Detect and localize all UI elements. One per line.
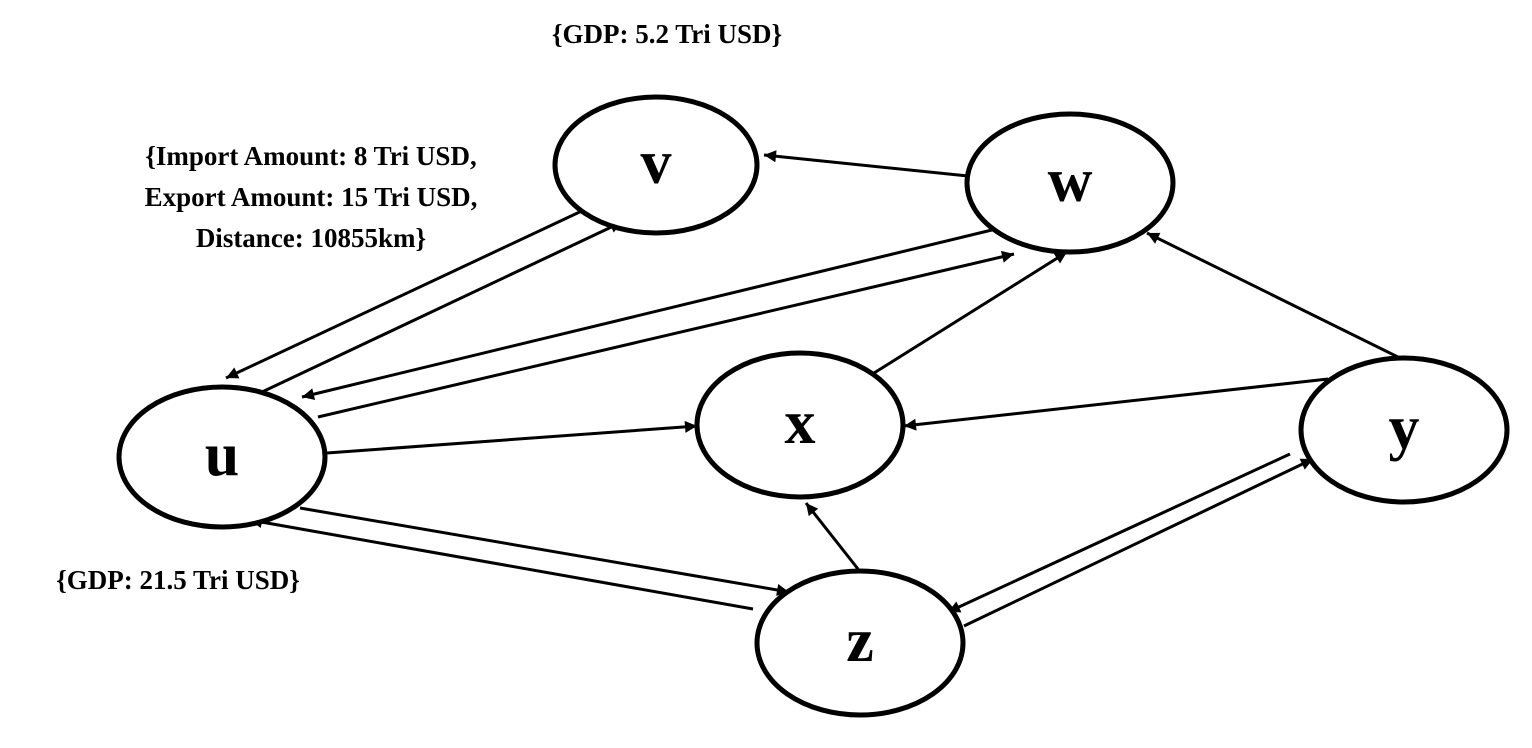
node-y: y (1298, 355, 1510, 505)
node-w: w (964, 111, 1176, 255)
edges-layer (225, 150, 1399, 628)
node-u: u (116, 384, 328, 530)
annotation-gdp-u: {GDP: 21.5 Tri USD} (56, 565, 300, 595)
annotations-layer: {GDP: 5.2 Tri USD} {Import Amount: 8 Tri… (56, 19, 782, 595)
edge-x-to-w (873, 250, 1068, 375)
edge-u-to-x (326, 420, 698, 455)
annotation-gdp-v: {GDP: 5.2 Tri USD} (552, 19, 782, 49)
node-z: z (754, 568, 966, 718)
edge-z-to-x (804, 502, 860, 570)
nodes-layer: v w u x y z (116, 94, 1510, 718)
node-label-y: y (1389, 394, 1420, 462)
node-label-z: z (846, 607, 874, 675)
node-x: x (694, 350, 906, 500)
edge-w-to-v (763, 150, 969, 178)
edge-z-to-y (963, 457, 1314, 628)
node-label-w: w (1048, 147, 1093, 215)
annotation-edge-uv-line-3: Distance: 10855km} (196, 223, 426, 253)
edge-u-to-v (261, 220, 623, 394)
edge-w-to-u (301, 227, 997, 401)
node-v: v (552, 94, 760, 236)
edge-y-to-w (1146, 231, 1399, 359)
annotation-edge-uv-line-1: {Import Amount: 8 Tri USD, (145, 141, 476, 171)
edge-v-to-u (225, 207, 587, 380)
edge-z-to-u (249, 516, 754, 611)
edge-y-to-x (903, 377, 1329, 431)
edge-y-to-z (947, 452, 1291, 614)
node-label-v: v (641, 129, 672, 197)
node-label-u: u (205, 421, 239, 489)
edge-u-to-z (299, 506, 790, 596)
node-label-x: x (785, 389, 816, 457)
annotation-edge-uv-line-2: Export Amount: 15 Tri USD, (145, 182, 478, 212)
edge-u-to-w (317, 250, 1015, 419)
